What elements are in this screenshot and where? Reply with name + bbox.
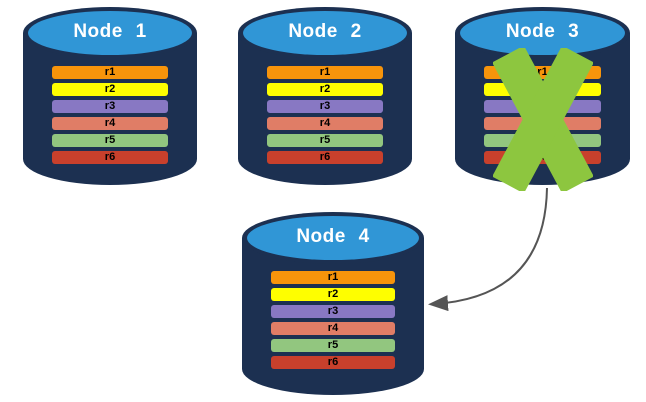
replica-label: r1 — [319, 66, 331, 78]
replica-rows: r1 r2 r3 r4 r5 r6 — [484, 66, 601, 164]
replica-label: r2 — [319, 83, 331, 95]
replica-row: r4 — [267, 117, 383, 130]
replica-row: r2 — [484, 83, 601, 96]
replica-label: r5 — [319, 134, 331, 146]
replica-row: r2 — [267, 83, 383, 96]
replica-label: r2 — [104, 83, 116, 95]
replica-label: r4 — [104, 117, 116, 129]
replica-label: r6 — [537, 151, 548, 163]
replica-label: r3 — [537, 100, 548, 112]
replica-label: r2 — [537, 83, 548, 95]
replica-rows: r1 r2 r3 r4 r5 r6 — [52, 66, 168, 164]
cylinder-cap — [247, 216, 419, 260]
replica-row: r1 — [271, 271, 395, 284]
replica-label: r4 — [537, 117, 548, 129]
replica-row: r5 — [267, 134, 383, 147]
replica-row: r3 — [267, 100, 383, 113]
replica-row: r2 — [271, 288, 395, 301]
replica-label: r2 — [327, 288, 339, 300]
replica-label: r3 — [104, 100, 116, 112]
arrow-curve — [428, 187, 548, 312]
replica-row: r1 — [267, 66, 383, 79]
replica-label: r4 — [327, 322, 339, 334]
node-title: Node 4 — [296, 226, 370, 247]
replica-label: r3 — [319, 100, 331, 112]
replica-label: r4 — [319, 117, 331, 129]
replica-row: r1 — [484, 66, 601, 79]
replica-label: r6 — [327, 356, 339, 368]
replica-label: r1 — [327, 271, 339, 283]
replica-row: r4 — [484, 117, 601, 130]
replica-label: r1 — [104, 66, 116, 78]
replica-rows: r1 r2 r3 r4 r5 r6 — [271, 271, 395, 369]
replica-row: r1 — [52, 66, 168, 79]
replica-label: r5 — [104, 134, 116, 146]
replica-row: r6 — [267, 151, 383, 164]
replica-label: r5 — [537, 134, 548, 146]
replica-row: r6 — [271, 356, 395, 369]
replica-row: r3 — [271, 305, 395, 318]
replica-label: r3 — [327, 305, 339, 317]
replica-label: r1 — [537, 66, 548, 78]
node-4-cylinder: Node 4 r1 r2 r3 r4 r5 r6 — [242, 212, 424, 395]
replica-row: r4 — [271, 322, 395, 335]
cylinder-cap — [243, 11, 407, 55]
replica-row: r4 — [52, 117, 168, 130]
replica-row: r6 — [484, 151, 601, 164]
replica-row: r3 — [52, 100, 168, 113]
replica-label: r6 — [319, 151, 331, 163]
cylinder-cap — [460, 11, 625, 55]
node-3-cylinder: Node 3 r1 r2 r3 r4 r5 r6 — [455, 7, 630, 185]
node-2-cylinder: Node 2 r1 r2 r3 r4 r5 r6 — [238, 7, 412, 185]
replica-label: r5 — [327, 339, 339, 351]
node-title: Node 1 — [73, 21, 147, 42]
node-1-cylinder: Node 1 r1 r2 r3 r4 r5 r6 — [23, 7, 197, 185]
replica-row: r2 — [52, 83, 168, 96]
node-title: Node 3 — [505, 21, 580, 42]
replica-label: r6 — [104, 151, 116, 163]
replica-row: r3 — [484, 100, 601, 113]
replica-row: r5 — [52, 134, 168, 147]
replica-row: r5 — [271, 339, 395, 352]
replica-row: r6 — [52, 151, 168, 164]
cylinder-cap — [28, 11, 192, 55]
node-title: Node 2 — [288, 21, 362, 42]
replica-row: r5 — [484, 134, 601, 147]
replica-rows: r1 r2 r3 r4 r5 r6 — [267, 66, 383, 164]
